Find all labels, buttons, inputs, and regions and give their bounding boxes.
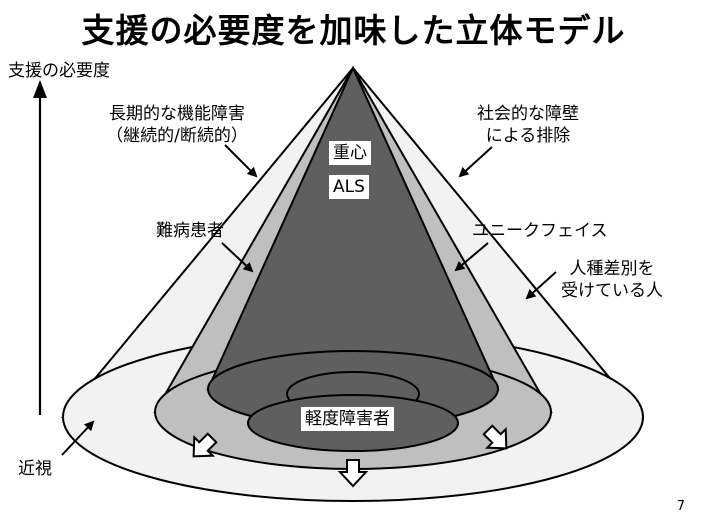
axis-top-label: 支援の必要度 <box>8 61 110 81</box>
pointer-near <box>61 420 95 456</box>
label-racial: 人種差別を 受けている人 <box>556 258 668 302</box>
page-title: 支援の必要度を加味した立体モデル <box>81 11 626 50</box>
arrow-down-left <box>192 432 218 458</box>
pointer-unique-face <box>454 242 489 272</box>
label-social-line2: による排除 <box>485 126 571 146</box>
label-racial-line2: 受けている人 <box>561 281 663 301</box>
pointer-social <box>458 146 493 178</box>
label-mild: 軽度障害者 <box>301 407 394 431</box>
label-als: ALS <box>329 175 369 199</box>
axis-arrowhead <box>33 80 47 98</box>
label-long-term: 長期的な機能障害 （継続的/断続的） <box>74 103 280 147</box>
pointer-racial <box>525 271 557 300</box>
arrow-down-right <box>482 424 508 450</box>
pointer-intractable <box>221 242 254 273</box>
label-intractable: 難病患者 <box>156 221 224 241</box>
label-unique-face: ユニークフェイス <box>472 221 608 241</box>
label-racial-line1: 人種差別を <box>569 259 655 279</box>
label-long-term-line2: （継続的/断続的） <box>106 126 248 146</box>
label-long-term-line1: 長期的な機能障害 <box>109 104 245 124</box>
label-severe: 重心 <box>329 141 371 165</box>
page-number: 7 <box>676 499 685 514</box>
arrow-down <box>337 459 369 488</box>
axis-bottom-label: 近視 <box>18 459 52 479</box>
label-social: 社会的な障壁 による排除 <box>458 103 598 147</box>
label-social-line1: 社会的な障壁 <box>477 104 579 124</box>
pointer-long-term <box>224 144 258 178</box>
